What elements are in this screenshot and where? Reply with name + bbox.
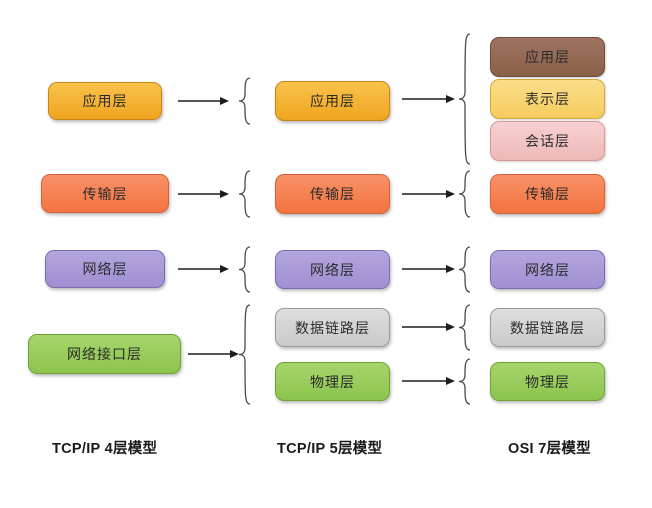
layer-label: 应用层 (310, 93, 355, 109)
osi7-transport-layer: 传输层 (490, 174, 605, 214)
brace-network-osi (458, 246, 472, 293)
brace-link-group-5 (238, 304, 252, 405)
brace-physical-osi (458, 358, 472, 405)
layer-label: 物理层 (310, 373, 355, 390)
osi7-data-link-layer: 数据链路层 (490, 308, 605, 347)
brace-transport-5 (238, 170, 252, 218)
layer-label: 应用层 (82, 93, 128, 109)
layer-label: 传输层 (310, 186, 355, 202)
osi7-physical-layer: 物理层 (490, 362, 605, 401)
tcpip5-physical-layer: 物理层 (275, 362, 390, 401)
osi7-presentation-layer: 表示层 (490, 79, 605, 119)
column-label-tcpip4: TCP/IP 4层模型 (52, 441, 158, 457)
layer-label: 传输层 (525, 186, 570, 202)
layer-label: 网络层 (310, 261, 355, 278)
tcpip5-application-layer: 应用层 (275, 81, 390, 121)
osi7-application-layer: 应用层 (490, 37, 605, 77)
tcpip4-network-layer: 网络层 (45, 250, 165, 288)
brace-network-5 (238, 246, 252, 293)
brace-datalink-osi (458, 304, 472, 351)
osi7-network-layer: 网络层 (490, 250, 605, 289)
layer-label: 网络层 (82, 261, 128, 277)
tcpip4-application-layer: 应用层 (48, 82, 162, 120)
column-label-tcpip5: TCP/IP 5层模型 (277, 441, 383, 457)
brace-app-osi (458, 33, 472, 165)
layer-label: 表示层 (525, 91, 570, 107)
tcpip5-transport-layer: 传输层 (275, 174, 390, 214)
layer-label: 网络层 (525, 261, 570, 278)
layer-label: 会话层 (525, 133, 570, 149)
tcpip5-data-link-layer: 数据链路层 (275, 308, 390, 347)
brace-app-5 (238, 77, 252, 125)
brace-transport-osi (458, 170, 472, 218)
layer-label: 物理层 (525, 373, 570, 390)
layer-label: 传输层 (82, 185, 128, 202)
tcpip4-transport-layer: 传输层 (41, 174, 169, 213)
tcpip4-network-interface-layer: 网络接口层 (28, 334, 181, 374)
layer-label: 网络接口层 (67, 346, 142, 362)
layer-label: 数据链路层 (295, 319, 370, 336)
tcpip5-network-layer: 网络层 (275, 250, 390, 289)
layer-label: 数据链路层 (510, 319, 585, 336)
column-label-osi7: OSI 7层模型 (508, 441, 591, 457)
osi7-session-layer: 会话层 (490, 121, 605, 161)
layer-label: 应用层 (525, 49, 570, 65)
